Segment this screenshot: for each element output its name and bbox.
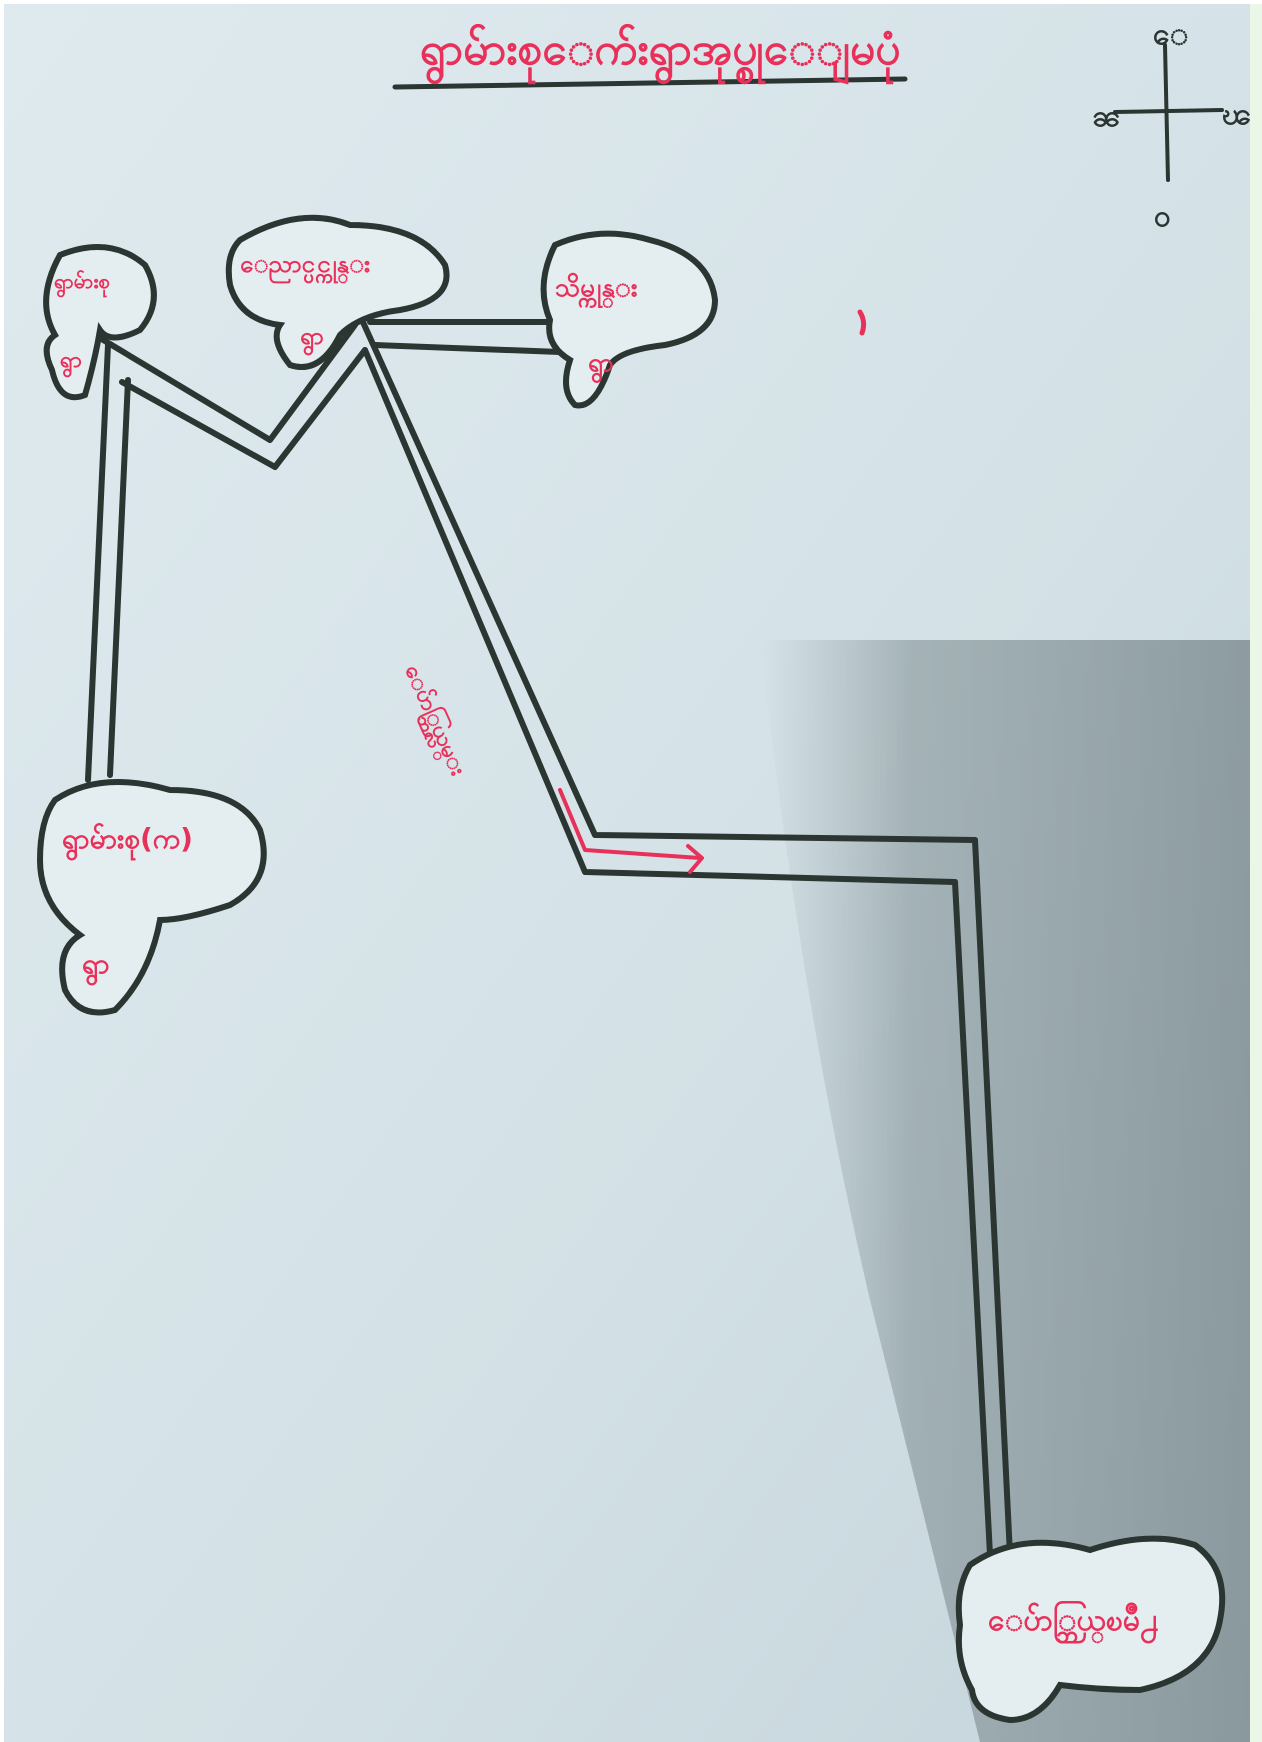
- blob-village-d: [36, 779, 267, 1016]
- place-village-d-suffix: ရွာ: [82, 947, 110, 980]
- place-village-a-name: ရွာမ်ားစု: [54, 269, 110, 293]
- blob-town: [955, 1535, 1226, 1724]
- compass-west-label: ၼ: [1092, 99, 1122, 134]
- blob-village-a: [43, 244, 157, 401]
- paper-right-edge: [1250, 4, 1262, 1742]
- blob-village-c: [540, 230, 719, 409]
- compass-north-label: ေ: [1153, 17, 1189, 52]
- compass-south-label: ဝ: [1154, 199, 1171, 234]
- map-title: ရွာမ်ားစုေက်းရွာအုပ္စုေျမပုံ: [419, 24, 901, 75]
- ink-spot: [857, 309, 867, 336]
- place-village-c-suffix: ရွာ: [588, 348, 614, 378]
- route-arrow: [558, 788, 704, 874]
- place-town-name: ေပ်ာ္ဘြယ္ၿမိဳ႕: [988, 1603, 1159, 1638]
- photo-shadow: [760, 640, 1262, 1742]
- place-blobs: [36, 214, 1226, 1724]
- roads: [85, 317, 1013, 1558]
- place-village-b-suffix: ရွာ: [300, 322, 324, 350]
- place-village-d-name: ရွာမ်ားစု(က): [62, 822, 193, 855]
- compass-rose: [1113, 43, 1224, 182]
- place-village-a-suffix: ရွာ: [60, 348, 82, 373]
- blob-village-b: [225, 214, 450, 370]
- place-village-b-name: ေညာင္ပင္ကုန္း: [240, 250, 371, 278]
- title-underline: [392, 76, 908, 90]
- compass-east-label: ၽ: [1222, 97, 1252, 132]
- place-village-c-name: သိမ္ကုန္း: [555, 273, 638, 303]
